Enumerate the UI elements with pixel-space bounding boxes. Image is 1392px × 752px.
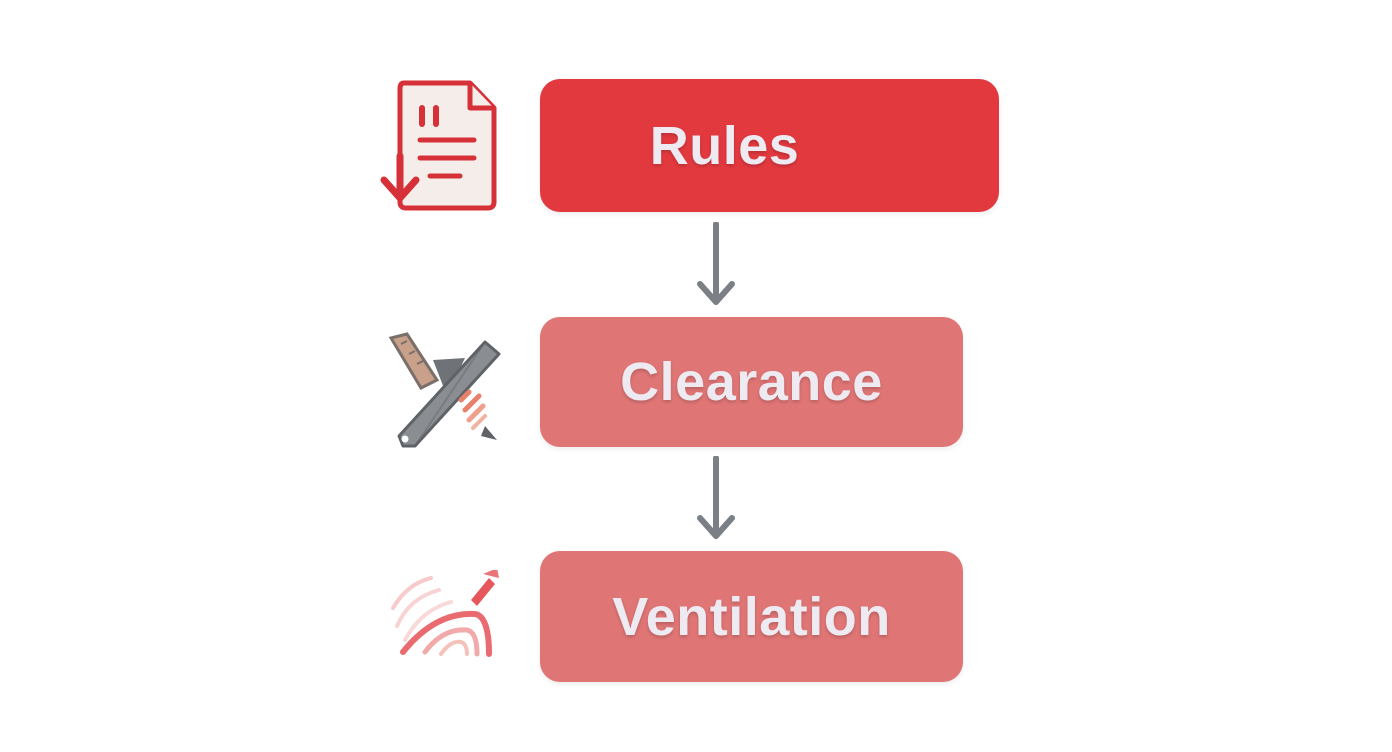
arrow-down-icon (697, 456, 735, 539)
document-download-icon (380, 80, 497, 211)
step-ventilation-label: Ventilation (612, 586, 891, 647)
step-ventilation: Ventilation (540, 551, 963, 682)
airflow-waves-icon (391, 570, 499, 657)
step-clearance: Clearance (540, 317, 963, 447)
arrow-down-icon (697, 222, 735, 305)
step-rules-label: Rules (649, 115, 800, 176)
step-rules: Rules (540, 79, 999, 212)
ruler-pencil-icon (388, 332, 501, 448)
step-clearance-label: Clearance (620, 352, 883, 412)
